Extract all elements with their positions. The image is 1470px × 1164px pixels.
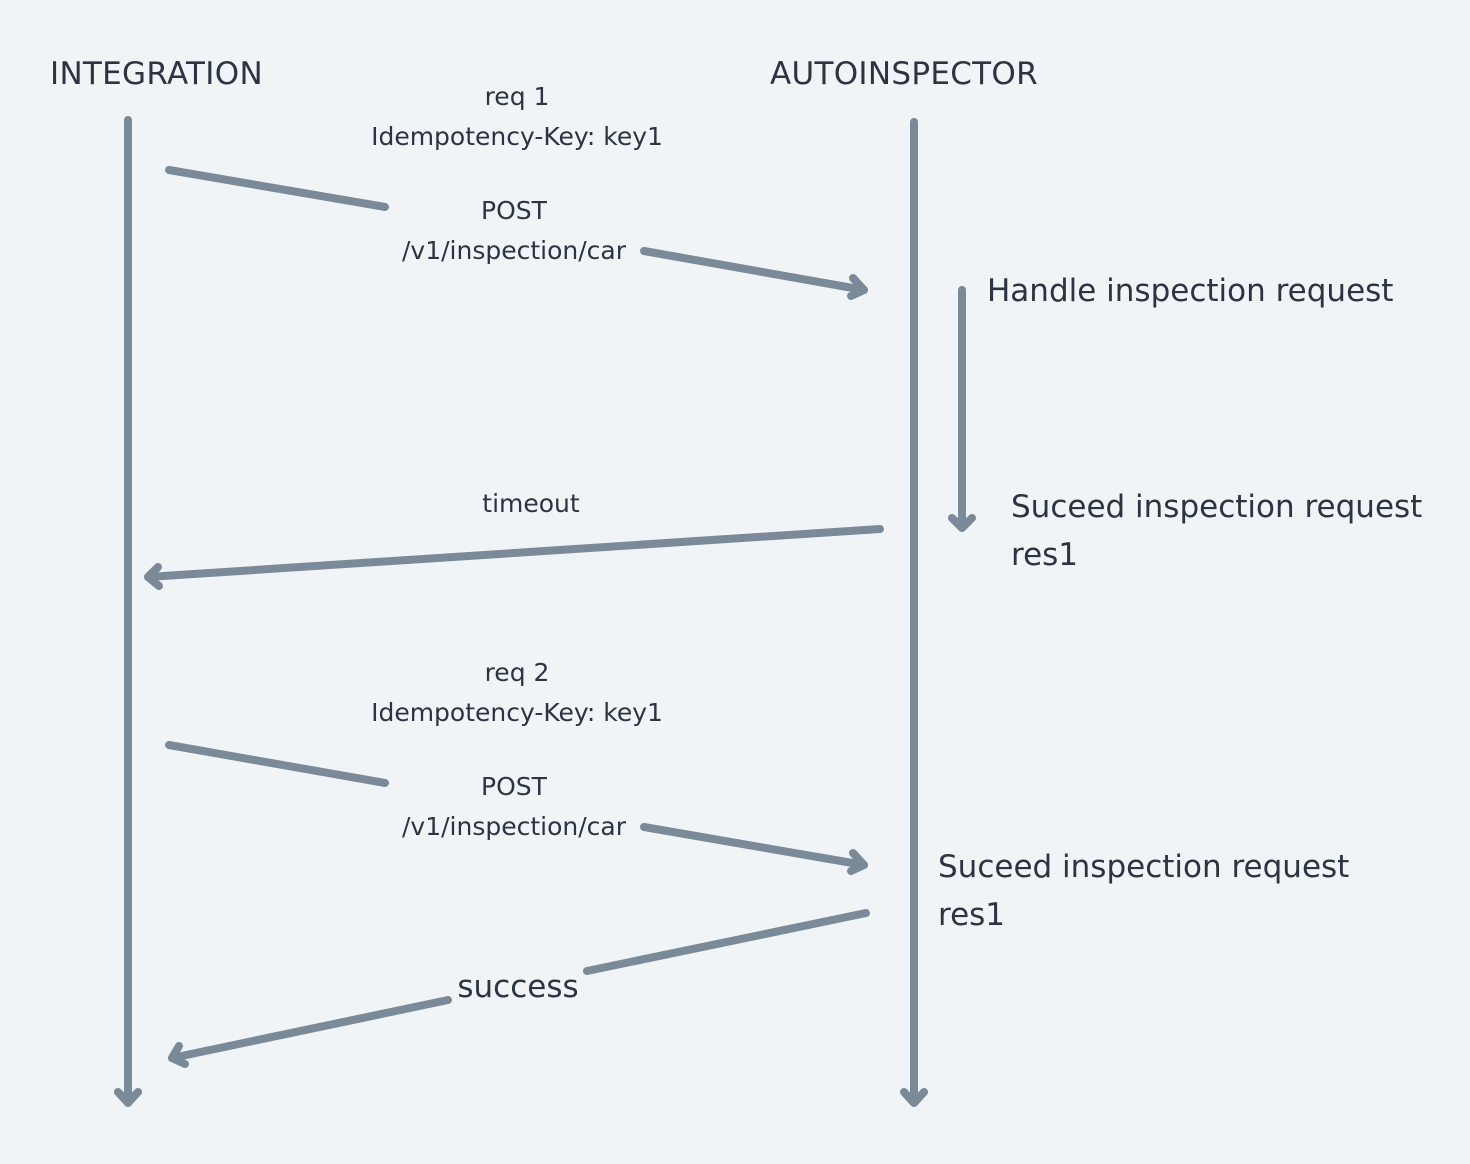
req2-title: req 2 <box>484 658 550 687</box>
integration-lifeline-arrowhead <box>114 1088 142 1107</box>
timeout-arrowhead <box>144 563 163 590</box>
req2-path: /v1/inspection/car <box>401 812 627 841</box>
req2-method: POST <box>481 772 547 801</box>
success-arrow-start <box>583 909 870 975</box>
req2-arrow-start <box>165 741 389 787</box>
note-succeed-1: Suceed inspection request <box>1011 489 1423 525</box>
note-succeed-1-result: res1 <box>1011 537 1079 573</box>
timeout-arrow <box>144 525 884 581</box>
req1-path: /v1/inspection/car <box>401 236 627 265</box>
autoinspector-lifeline-arrowhead <box>900 1088 928 1107</box>
success-label: success <box>457 969 579 1005</box>
success-arrow-end <box>168 996 452 1062</box>
actor-integration: INTEGRATION <box>50 56 263 92</box>
req1-arrow-start <box>165 166 389 211</box>
req1-arrowhead <box>847 274 868 300</box>
req1-idempotency-header: Idempotency-Key: key1 <box>371 122 663 151</box>
success-arrowhead <box>168 1042 189 1068</box>
timeout-label: timeout <box>482 489 580 518</box>
req2-arrowhead <box>847 849 868 875</box>
req1-method: POST <box>481 196 547 225</box>
req1-title: req 1 <box>484 82 550 111</box>
processing-arrowhead <box>948 514 976 532</box>
actor-autoinspector: AUTOINSPECTOR <box>770 56 1038 92</box>
note-succeed-2: Suceed inspection request <box>938 849 1350 885</box>
req2-idempotency-header: Idempotency-Key: key1 <box>371 698 663 727</box>
req2-arrow-end <box>640 823 868 869</box>
note-succeed-2-result: res1 <box>938 897 1006 933</box>
note-handle-request: Handle inspection request <box>987 273 1394 309</box>
req1-arrow-end <box>640 247 868 294</box>
